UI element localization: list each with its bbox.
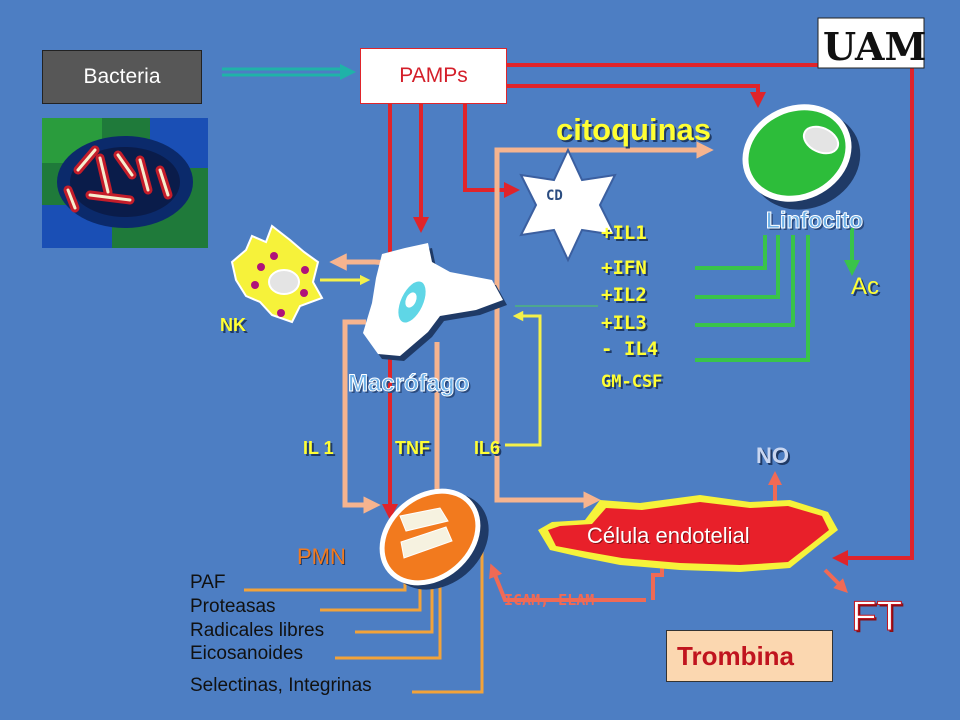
nk-cell	[230, 224, 324, 324]
endothelial-cell	[538, 495, 838, 572]
cytokine-il2: +IL2	[601, 284, 647, 306]
bacteria-box: Bacteria	[42, 50, 202, 104]
cytokine-gmcsf: GM-CSF	[601, 372, 663, 392]
cytokine-il4: - IL4	[601, 338, 659, 360]
output-il1: IL 1	[303, 438, 334, 458]
macrofago-label: Macrófago	[347, 370, 470, 397]
cytokine-il1: +IL1	[601, 222, 647, 244]
cd-label: CD	[546, 188, 563, 204]
salmon-pipes	[329, 141, 714, 514]
lymphocyte-cell	[742, 104, 861, 210]
pamps-red-arrows	[382, 63, 914, 566]
green-cytokine-lines	[695, 228, 860, 362]
nk-label: NK	[220, 315, 246, 335]
trombina-label: Trombina	[677, 640, 795, 671]
yellow-arrows	[320, 274, 598, 447]
pamps-box: PAMPs	[360, 48, 507, 104]
no-label: NO	[756, 443, 789, 468]
bacteria-micrograph	[42, 118, 208, 248]
trombina-box: Trombina	[666, 630, 833, 682]
ft-label: FT	[850, 592, 903, 639]
macrophage-cell	[363, 243, 507, 361]
product-radicales-libres: Radicales libres	[190, 620, 325, 641]
product-paf: PAF	[190, 572, 226, 593]
bacteria-to-pamps-arrow	[222, 64, 356, 80]
bacteria-label: Bacteria	[83, 65, 161, 88]
pmn-cell	[379, 488, 489, 590]
cytokine-il3: +IL3	[601, 312, 647, 334]
product-selectinas-integrinas: Selectinas, Integrinas	[190, 675, 372, 696]
celula-endotelial-label: Célula endotelial	[587, 523, 750, 548]
ac-label: Ac	[851, 273, 880, 300]
icam-elam-label: ICAM, ELAM	[504, 591, 595, 609]
svg-text:UAM: UAM	[823, 24, 927, 69]
product-proteasas: Proteasas	[190, 596, 276, 617]
cd-star	[519, 147, 617, 263]
product-eicosanoides: Eicosanoides	[190, 643, 304, 664]
output-il6: IL6	[474, 438, 501, 458]
pamps-label: PAMPs	[399, 64, 468, 87]
cytokine-ifn: +IFN	[601, 257, 647, 279]
pmn-label: PMN	[297, 544, 346, 569]
output-tnf: TNF	[395, 438, 430, 458]
linfocito-label: Linfocito	[765, 207, 864, 233]
citoquinas-label: citoquinas	[556, 112, 712, 147]
uam-logo: UAM	[817, 17, 927, 69]
